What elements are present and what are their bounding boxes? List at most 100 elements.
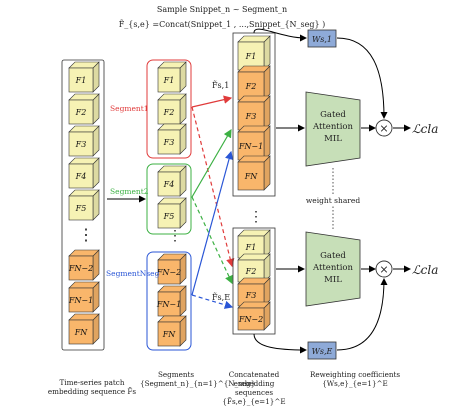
- concat-top-patch-2-label: F2: [245, 82, 257, 91]
- segment-patch-7: FN−1: [156, 285, 187, 317]
- concat-bottom-patch-1-label: F1: [245, 243, 257, 252]
- caption-sequence-line-1: Time-series patch: [59, 378, 125, 387]
- sequence-patch-2-front: [68, 99, 94, 125]
- arrow-red-solid: [191, 95, 233, 108]
- mil-bottom-line-1: Gated: [320, 251, 346, 261]
- w-top-label: Ws,1: [312, 35, 332, 44]
- concat-bottom-patch-4-front: [237, 307, 265, 331]
- concat-bottom-patch-4: FN−2: [237, 301, 271, 331]
- arrow-blue-solid: [191, 150, 234, 296]
- caption-reweight-line-2: {Ws,e}_{e=1}^E: [322, 379, 388, 388]
- segments-ellipsis: ⋮: [168, 228, 182, 244]
- curve-concat-top-to-w: [253, 28, 307, 42]
- w-top-box: [307, 29, 337, 48]
- multiply-top-symbol: ×: [379, 122, 388, 135]
- caption-sequence: Time-series patch embedding sequence F̃s: [44, 378, 140, 396]
- segment-patch-8-label: FN: [162, 330, 177, 339]
- segment-patch-5-label: F5: [163, 212, 175, 221]
- segment-last-label: SegmentNseg: [106, 269, 160, 278]
- segment-patch-5-front: [157, 203, 181, 229]
- sequence-patch-8-front: [68, 319, 94, 345]
- mil-top-line-3: MIL: [324, 134, 342, 144]
- sequence-patch-3: F3: [68, 125, 100, 157]
- sequence-patch-4-label: F4: [75, 172, 87, 181]
- mil-top-block: [305, 91, 361, 167]
- multiply-bottom-circle: [375, 260, 393, 278]
- concat-top-patch-4-top: [237, 125, 271, 133]
- concat-top-patch-5-front: [237, 161, 265, 191]
- segment-patch-3-label: F3: [163, 138, 175, 147]
- concat-bottom-patch-3: F3: [237, 277, 271, 307]
- segment-patch-3-front: [157, 129, 181, 155]
- segment-patch-1: F1: [157, 61, 187, 93]
- mil-bottom-line-3: MIL: [324, 275, 342, 285]
- segment-patch-8-front: [157, 321, 181, 347]
- segment-patch-6-front: [157, 259, 181, 285]
- sequence-patch-5-front: [68, 195, 94, 221]
- mil-top-line-1: Gated: [320, 110, 346, 120]
- caption-segments: Segments {Segment_n}_{n=1}^{N_seg}: [140, 370, 256, 388]
- concat-bottom-patch-3-label: F3: [245, 291, 257, 300]
- concat-top-patch-3-top: [237, 95, 271, 103]
- concat-top-patch-2: F2: [237, 65, 271, 101]
- segment-patch-4-front: [157, 171, 181, 197]
- sequence-patch-7-front: [68, 287, 94, 313]
- segment-patch-1-front: [157, 67, 181, 93]
- arrow-red-dashed: [191, 106, 235, 268]
- segment-2-box: [146, 163, 192, 235]
- concat-top-patch-1-label: F1: [245, 52, 257, 61]
- caption-concat-line-3: {F̃s,e}_{e=1}^E: [222, 397, 286, 406]
- concat-top-patch-3-label: F3: [245, 112, 257, 121]
- concat-top-patch-1-top: [237, 35, 271, 43]
- sequence-patch-2: F2: [68, 93, 100, 125]
- concat-bottom-patch-4-top: [237, 301, 271, 309]
- sequence-patch-3-label: F3: [75, 140, 87, 149]
- caption-segments-line-2: {Segment_n}_{n=1}^{N_seg}: [140, 379, 256, 388]
- curve-w-bottom-to-multiply: [336, 278, 388, 351]
- arrow-green-solid: [191, 128, 232, 198]
- sequence-patch-3-front: [68, 131, 94, 157]
- caption-sequence-line-2: embedding sequence F̃s: [47, 387, 137, 396]
- concat-top-label: F̃s,1: [212, 81, 229, 90]
- concat-top-patch-2-front: [237, 71, 265, 101]
- caption-concat: Concatenated embedding sequences {F̃s,e}…: [208, 370, 300, 406]
- caption-concat-line-1: Concatenated embedding: [228, 370, 280, 388]
- concat-bottom-patch-3-top: [237, 277, 271, 285]
- mil-bottom-line-2: Attention: [312, 263, 354, 273]
- mil-top-line-2: Attention: [312, 122, 354, 132]
- concat-bottom-label: F̃s,E: [212, 293, 230, 302]
- concat-ellipsis: ⋮: [249, 209, 263, 225]
- sequence-patch-6: FN−2: [68, 249, 100, 281]
- concat-top-patch-3: F3: [237, 95, 271, 131]
- sequence-frame: [61, 59, 105, 351]
- segment-patch-4: F4: [157, 165, 187, 197]
- sequence-ellipsis: ⋮: [78, 225, 94, 244]
- segment-patch-6-label: FN−2: [156, 268, 181, 277]
- arrow-green-dashed: [191, 196, 233, 285]
- sequence-patch-5: F5: [68, 189, 100, 221]
- segment-patch-4-label: F4: [163, 180, 175, 189]
- segment-2-label: Segment2: [110, 187, 149, 196]
- concat-top-patch-5: FN: [237, 155, 271, 191]
- weight-shared-label: weight shared: [306, 196, 360, 205]
- caption-reweight: Reweighting coefficients {Ws,e}_{e=1}^E: [300, 370, 410, 388]
- caption-segments-line-1: Segments: [157, 370, 195, 379]
- concat-bottom-patch-2-top: [237, 253, 271, 261]
- concat-top-patch-2-top: [237, 65, 271, 73]
- curve-concat-bottom-to-w: [253, 333, 307, 354]
- sequence-patch-1: F1: [68, 61, 100, 93]
- segment-patch-2: F2: [157, 93, 187, 125]
- sequence-patch-6-label: FN−2: [68, 264, 93, 273]
- sequence-patch-5-label: F5: [75, 204, 87, 213]
- concat-bottom-patch-1: F1: [237, 229, 271, 259]
- concat-top-patch-4-label: FN−1: [238, 142, 263, 151]
- concat-top-patch-4: FN−1: [237, 125, 271, 161]
- concat-top-patch-5-label: FN: [244, 172, 259, 181]
- sequence-patch-8-label: FN: [74, 328, 89, 337]
- sequence-patch-1-label: F1: [75, 76, 87, 85]
